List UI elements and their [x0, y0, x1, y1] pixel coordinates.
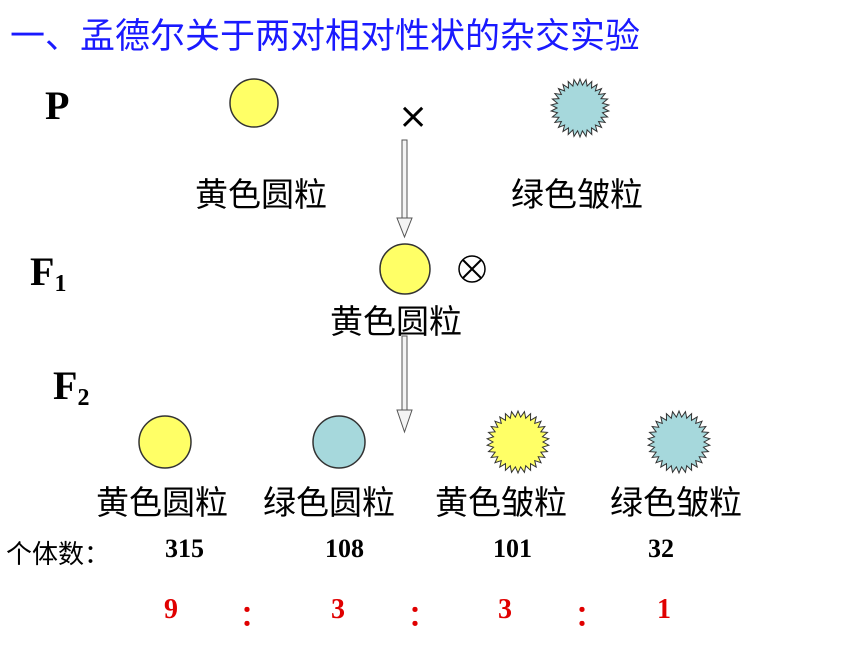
ratio-separator: ： [575, 601, 604, 632]
count-value: 101 [493, 534, 532, 563]
count-value: 315 [165, 534, 204, 563]
f1-label: 黄色圆粒 [330, 302, 462, 341]
f2-green-round-pea-icon [312, 415, 366, 469]
count-label: 个体数： [6, 540, 111, 570]
parent-left-label: 黄色圆粒 [195, 175, 327, 214]
f2-green-wrinkled-pea-icon [646, 409, 712, 475]
arrow-down-icon [396, 335, 413, 434]
count-value: 32 [648, 534, 674, 563]
arrow-down-icon [396, 139, 413, 239]
parent-right-label: 绿色皱粒 [511, 175, 643, 214]
f2-phenotype-label: 黄色圆粒 [96, 483, 228, 522]
ratio-value: 9 [164, 594, 178, 625]
cross-symbol: × [398, 96, 429, 137]
f2-phenotype-label: 绿色皱粒 [610, 483, 742, 522]
f2-phenotype-label: 绿色圆粒 [263, 483, 395, 522]
page-title: 一、孟德尔关于两对相对性状的杂交实验 [10, 17, 641, 57]
generation-p-label: P [45, 83, 70, 128]
f2-yellow-round-pea-icon [138, 415, 192, 469]
self-cross-icon [458, 255, 486, 283]
ratio-value: 3 [331, 594, 345, 625]
count-value: 108 [325, 534, 364, 563]
f2-yellow-wrinkled-pea-icon [485, 409, 551, 475]
green-wrinkled-pea-icon [549, 77, 611, 139]
ratio-separator: ： [408, 601, 437, 632]
yellow-round-pea-icon [229, 78, 279, 128]
ratio-value: 3 [498, 594, 512, 625]
ratio-value: 1 [657, 594, 671, 625]
ratio-separator: ： [240, 601, 269, 632]
f1-yellow-round-pea-icon [379, 243, 431, 295]
f2-phenotype-label: 黄色皱粒 [435, 483, 567, 522]
generation-f2-label: F2 [53, 363, 90, 411]
generation-f1-label: F1 [30, 249, 67, 297]
